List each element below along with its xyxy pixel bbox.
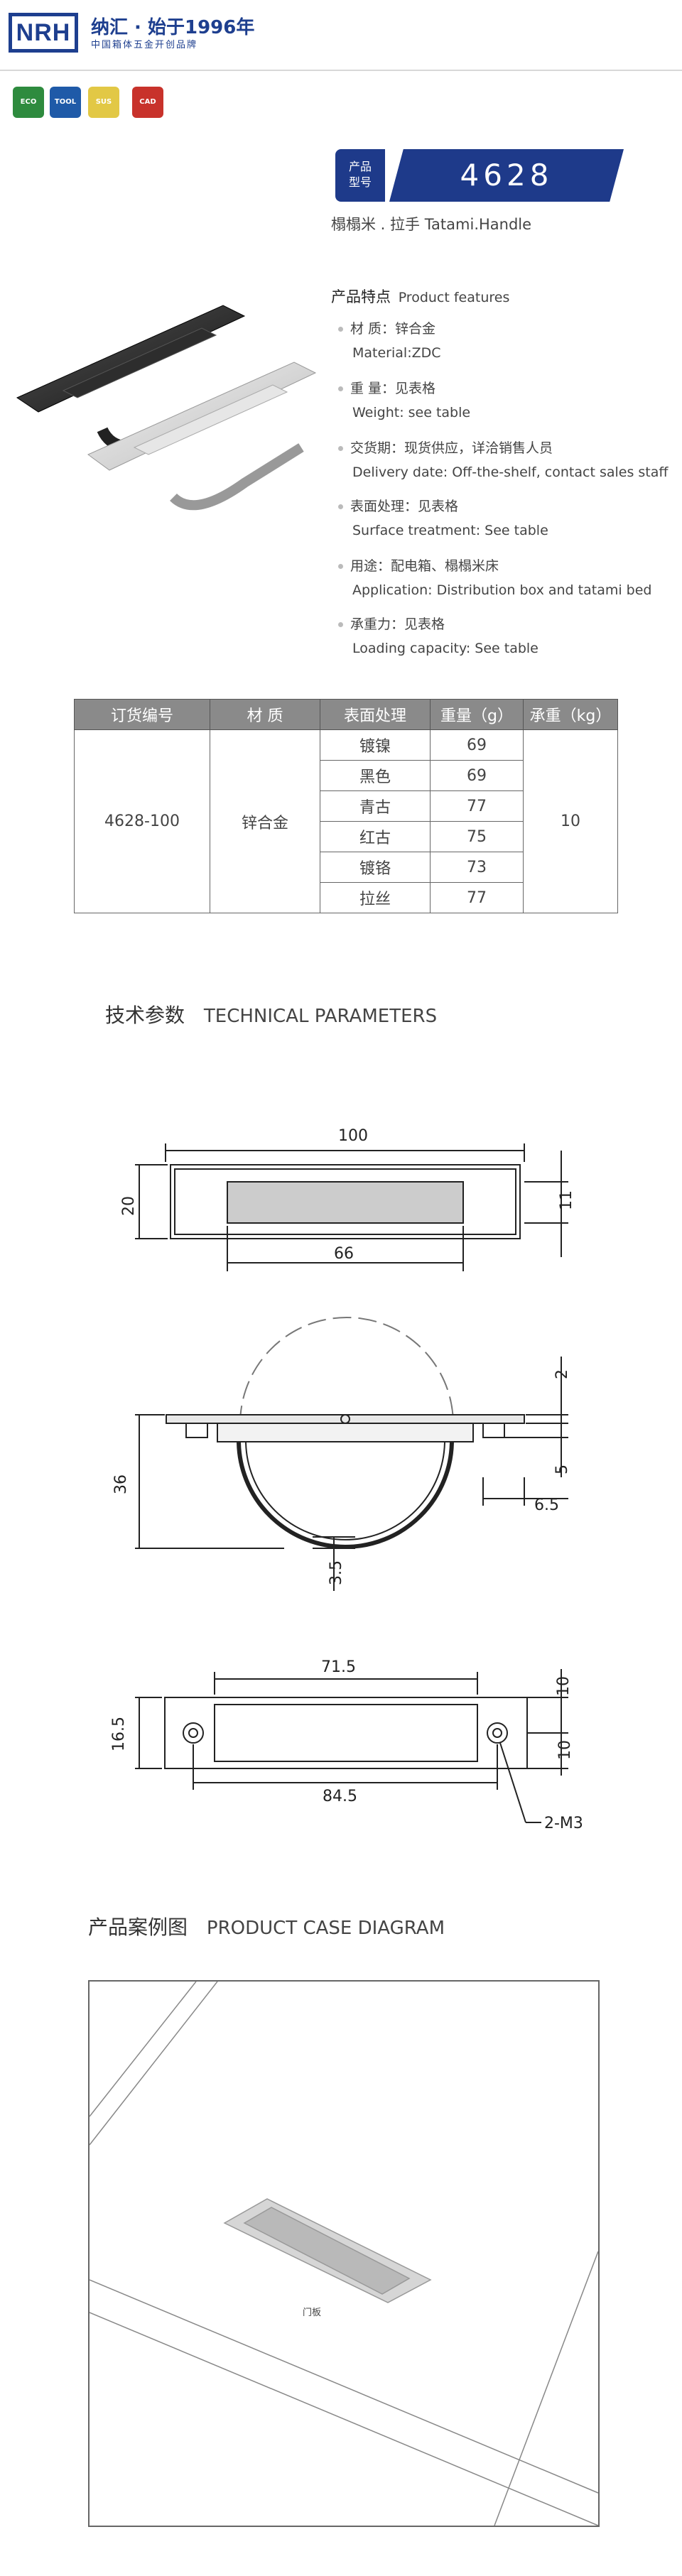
dim-thickness: 3.5 (328, 1560, 345, 1585)
dim-edge-mid: 10 (556, 1740, 574, 1760)
table-row: 黑色 69 (75, 760, 618, 791)
bullet-icon (338, 622, 343, 627)
feature-item: 重 量：见表格 Weight: see table (338, 376, 470, 425)
dim-bottom-width: 16.5 (110, 1717, 128, 1751)
brand-slogan: 中国箱体五金开创品牌 (91, 40, 198, 50)
model-label: 产品 型号 (335, 149, 385, 202)
table-header-row: 订货编号 材 质 表面处理 重量（g） 承重（kg） (74, 699, 618, 730)
table-header: 订货编号 (74, 699, 210, 730)
bullet-icon (338, 564, 343, 569)
feature-en: Delivery date: Off-the-shelf, contact sa… (352, 464, 669, 480)
case-drawing: 门板 (90, 1982, 598, 2526)
feature-cn: 重 量：见表格 (350, 381, 436, 396)
material-cell: 锌合金 (210, 729, 320, 913)
product-image (16, 305, 317, 511)
top-view-outline (170, 1164, 521, 1239)
dim-screw: 2-M3 (544, 1815, 583, 1832)
feature-cn: 承重力：见表格 (350, 616, 445, 632)
feature-en: Weight: see table (352, 405, 471, 420)
feature-en: Material:ZDC (352, 345, 441, 361)
weight-cell: 73 (430, 852, 524, 883)
feature-item: 材 质：锌合金 Material:ZDC (338, 317, 441, 365)
finish-cell: 红古 (320, 821, 431, 852)
tool-icon: TOOL (50, 87, 81, 118)
feature-cn: 交货期：现货供应，详洽销售人员 (350, 440, 553, 456)
feature-en: Surface treatment: See table (352, 523, 548, 538)
dim-edge-top: 10 (555, 1676, 573, 1696)
feature-cn: 表面处理：见表格 (350, 499, 459, 514)
tech-title-cn: 技术参数 (105, 1004, 185, 1027)
table-header: 材 质 (210, 699, 320, 730)
cad-icon: CAD (132, 87, 163, 118)
order-code-cell: 4628-100 (74, 729, 210, 913)
model-label-line1: 产品 (348, 160, 372, 173)
dim-bottom-length: 84.5 (323, 1788, 357, 1805)
brand-logo: NRH (9, 13, 78, 53)
features-title-cn: 产品特点 (331, 288, 391, 305)
weight-cell: 77 (430, 790, 524, 822)
dim-height: 36 (112, 1474, 130, 1494)
top-view-drawing: 100 20 11 66 (120, 1127, 575, 1271)
feature-cn: 用途：配电箱、榻榻米床 (350, 558, 499, 574)
dim-hole-pitch: 71.5 (321, 1658, 356, 1676)
feature-en: Loading capacity: See table (352, 641, 538, 656)
case-title-en: PRODUCT CASE DIAGRAM (206, 1918, 445, 1939)
sus-icon: SUS (88, 87, 119, 118)
header-divider (0, 70, 682, 71)
weight-cell: 77 (430, 882, 524, 913)
finish-cell: 拉丝 (320, 882, 431, 913)
side-view-drawing: 2 36 5 6.5 3.5 (112, 1317, 571, 1591)
table-header: 承重（kg） (523, 699, 618, 730)
finish-cell: 镀镍 (320, 729, 431, 761)
bullet-icon (338, 327, 343, 332)
spec-table: 订货编号 材 质 表面处理 重量（g） 承重（kg） 4628-100 锌合金 … (74, 699, 618, 913)
finish-cell: 青古 (320, 790, 431, 822)
bottom-view-drawing: 71.5 10 16.5 10 84.5 2-M3 (110, 1658, 583, 1832)
dim-recess-length: 66 (334, 1245, 354, 1263)
dim-length: 100 (338, 1127, 368, 1145)
handle-arc-open (239, 1317, 454, 1425)
table-header: 重量（g） (430, 699, 524, 730)
dim-width: 20 (120, 1196, 138, 1216)
bullet-icon (338, 446, 343, 451)
handle-arc (237, 1440, 454, 1549)
weight-cell: 75 (430, 821, 524, 852)
feature-cn: 材 质：锌合金 (350, 321, 436, 337)
case-label: 门板 (303, 2308, 321, 2318)
dim-flange: 5 (553, 1464, 571, 1474)
model-name: 榻榻米 . 拉手 Tatami.Handle (331, 216, 532, 233)
table-row: 拉丝 77 (75, 882, 618, 913)
brand-name: 纳汇 · 始于1996年 (91, 17, 255, 38)
features-title: 产品特点 Product features (331, 286, 509, 307)
model-label-line2: 型号 (348, 175, 372, 189)
feature-en: Application: Distribution box and tatami… (352, 582, 652, 598)
case-title: 产品案例图 PRODUCT CASE DIAGRAM (88, 1912, 445, 1940)
eco-icon: ECO (13, 87, 44, 118)
table-row: 4628-100 锌合金 镀镍 69 10 (74, 729, 618, 913)
model-number: 4628 (389, 149, 624, 202)
load-cell: 10 (523, 729, 618, 913)
dim-gap: 2 (553, 1369, 571, 1379)
case-diagram: 门板 (88, 1980, 600, 2527)
feature-item: 用途：配电箱、榻榻米床 Application: Distribution bo… (338, 554, 651, 602)
bottom-view-outline (164, 1697, 528, 1769)
finish-cell: 黑色 (320, 760, 431, 791)
features-title-en: Product features (398, 290, 510, 305)
bullet-icon (338, 504, 343, 509)
finish-cell: 镀铬 (320, 852, 431, 883)
feature-item: 交货期：现货供应，详洽销售人员 Delivery date: Off-the-s… (338, 436, 668, 484)
weight-cell: 69 (430, 729, 524, 761)
table-header: 表面处理 (320, 699, 431, 730)
case-title-cn: 产品案例图 (88, 1915, 188, 1939)
feature-item: 承重力：见表格 Loading capacity: See table (338, 612, 538, 661)
dim-recess: 11 (558, 1190, 575, 1210)
tech-title-en: TECHNICAL PARAMETERS (203, 1006, 438, 1027)
bullet-icon (338, 386, 343, 391)
tech-title: 技术参数 TECHNICAL PARAMETERS (105, 1000, 437, 1028)
dim-offset: 6.5 (534, 1496, 559, 1514)
feature-item: 表面处理：见表格 Surface treatment: See table (338, 494, 548, 543)
weight-cell: 69 (430, 760, 524, 791)
